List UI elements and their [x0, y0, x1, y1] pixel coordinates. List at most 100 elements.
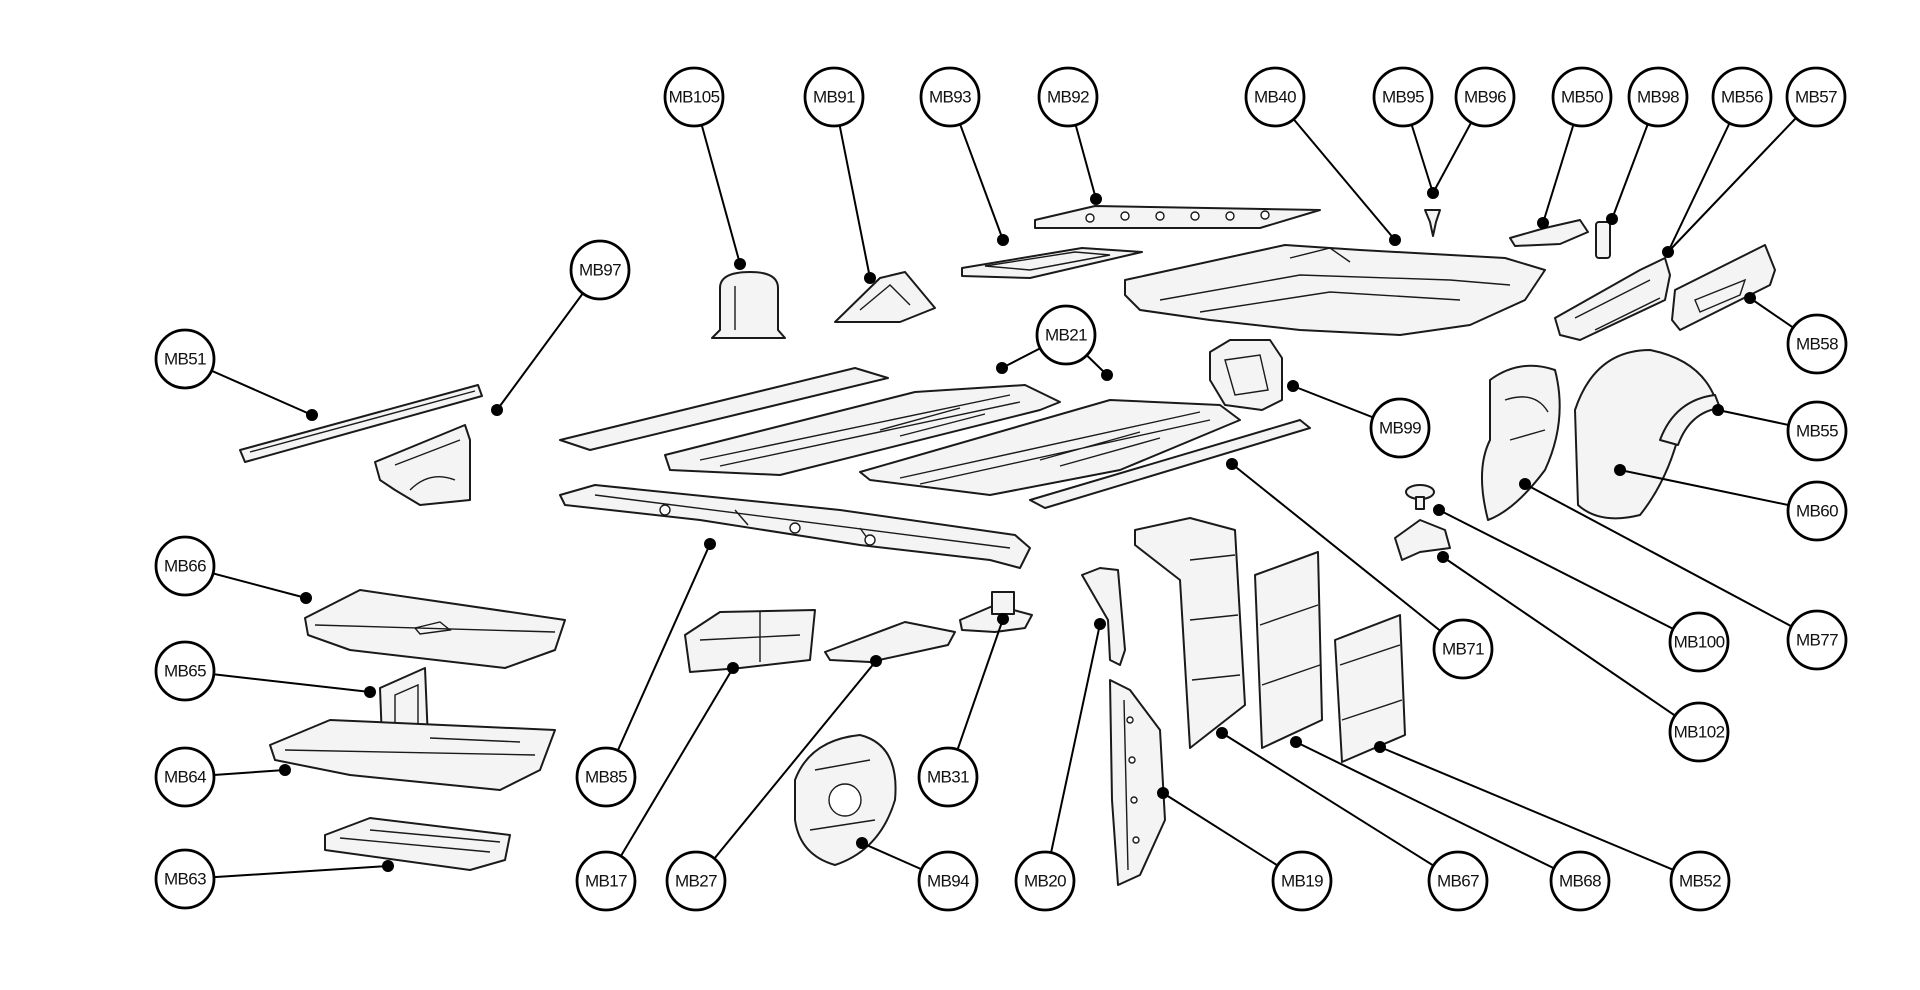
callout-bubble[interactable]: [665, 850, 727, 912]
callout-bubble[interactable]: [1037, 66, 1099, 128]
part-mb100[interactable]: [1405, 484, 1435, 510]
callout-bubble[interactable]: [1372, 66, 1434, 128]
part-mb63[interactable]: [324, 817, 511, 871]
callout-bubble[interactable]: [1786, 609, 1848, 671]
callout-bubble[interactable]: [1786, 400, 1848, 462]
callout-bubble[interactable]: [575, 746, 637, 808]
callout-mb97[interactable]: MB97: [491, 239, 631, 416]
callout-bubble[interactable]: [1786, 480, 1848, 542]
part-mb60[interactable]: [1574, 349, 1716, 520]
part-mb99[interactable]: [1209, 339, 1283, 411]
callout-mb52[interactable]: MB52: [1374, 741, 1731, 912]
part-mb21[interactable]: [559, 367, 1311, 509]
part-mb91[interactable]: [834, 271, 936, 323]
part-mb58[interactable]: [1671, 244, 1776, 331]
part-mb20[interactable]: [1081, 567, 1126, 666]
callout-mb51[interactable]: MB51: [154, 328, 318, 421]
callout-mb50[interactable]: MB50: [1537, 66, 1613, 229]
part-mb27[interactable]: [824, 621, 956, 663]
callout-bubble[interactable]: [569, 239, 631, 301]
callout-bubble[interactable]: [1271, 850, 1333, 912]
part-mb66[interactable]: [304, 589, 566, 669]
callout-bubble[interactable]: [1369, 397, 1431, 459]
callout-bubble[interactable]: [1668, 611, 1730, 673]
callout-mb71[interactable]: MB71: [1226, 458, 1494, 680]
part-mb92[interactable]: [1034, 205, 1321, 229]
callout-mb58[interactable]: MB58: [1744, 292, 1848, 375]
callout-bubble[interactable]: [1244, 66, 1306, 128]
callout-bubble[interactable]: [1035, 304, 1097, 366]
part-mb55[interactable]: [1659, 394, 1721, 446]
part-mb64[interactable]: [269, 719, 556, 791]
callout-mb27[interactable]: MB27: [665, 655, 882, 912]
callout-bubble[interactable]: [1627, 66, 1689, 128]
callout-mb31[interactable]: MB31: [917, 613, 1009, 808]
callout-mb68[interactable]: MB68: [1290, 736, 1611, 912]
callout-bubble[interactable]: [803, 66, 865, 128]
part-mb17[interactable]: [684, 609, 816, 673]
callout-bubble[interactable]: [575, 850, 637, 912]
callout-mb92[interactable]: MB92: [1037, 66, 1102, 205]
part-mb77[interactable]: [1481, 364, 1561, 521]
part-mb19[interactable]: [1109, 679, 1166, 886]
callout-mb95[interactable]: MB95: [1372, 66, 1439, 199]
callout-mb63[interactable]: MB63: [154, 848, 394, 910]
part-mb67[interactable]: [1134, 517, 1246, 749]
callout-bubble[interactable]: [1427, 850, 1489, 912]
callout-mb21[interactable]: MB21: [996, 304, 1113, 381]
part-mb105[interactable]: [711, 271, 786, 339]
callout-bubble[interactable]: [154, 848, 216, 910]
callout-mb99[interactable]: MB99: [1287, 380, 1431, 459]
callout-mb98[interactable]: MB98: [1606, 66, 1689, 225]
part-mb97[interactable]: [374, 424, 471, 506]
callout-mb40[interactable]: MB40: [1244, 66, 1401, 246]
callout-bubble[interactable]: [1711, 66, 1773, 128]
callout-mb20[interactable]: MB20: [1014, 618, 1106, 912]
callout-bubble[interactable]: [1454, 66, 1516, 128]
callout-mb19[interactable]: MB19: [1157, 787, 1333, 912]
part-mb52[interactable]: [1334, 614, 1406, 763]
callout-mb60[interactable]: MB60: [1614, 464, 1848, 542]
callout-bubble[interactable]: [663, 66, 725, 128]
callout-mb65[interactable]: MB65: [154, 640, 376, 702]
callout-mb56[interactable]: MB56: [1662, 66, 1773, 258]
callout-mb105[interactable]: MB105: [663, 66, 746, 270]
callout-bubble[interactable]: [154, 328, 216, 390]
part-mb93[interactable]: [961, 247, 1143, 279]
part-mb56-57[interactable]: [1554, 257, 1671, 341]
callout-mb102[interactable]: MB102: [1437, 551, 1730, 763]
part-mb94[interactable]: [794, 734, 897, 866]
callout-mb91[interactable]: MB91: [803, 66, 876, 284]
callout-bubble[interactable]: [919, 66, 981, 128]
part-mb102[interactable]: [1394, 519, 1451, 561]
callout-bubble[interactable]: [154, 746, 216, 808]
callout-mb93[interactable]: MB93: [919, 66, 1009, 246]
part-mb98[interactable]: [1595, 221, 1611, 259]
callout-bubble[interactable]: [1668, 701, 1730, 763]
callout-mb17[interactable]: MB17: [575, 662, 739, 912]
part-mb50[interactable]: [1509, 219, 1589, 247]
part-mb85[interactable]: [559, 484, 1031, 569]
callout-bubble[interactable]: [1549, 850, 1611, 912]
callout-mb67[interactable]: MB67: [1216, 727, 1489, 912]
callout-mb55[interactable]: MB55: [1712, 400, 1848, 462]
callout-mb85[interactable]: MB85: [575, 538, 716, 808]
callout-bubble[interactable]: [917, 746, 979, 808]
part-mb68[interactable]: [1254, 551, 1323, 749]
callout-bubble[interactable]: [1551, 66, 1613, 128]
callout-bubble[interactable]: [154, 640, 216, 702]
callout-bubble[interactable]: [154, 535, 216, 597]
part-mb95-96[interactable]: [1424, 209, 1441, 237]
callout-mb77[interactable]: MB77: [1519, 478, 1848, 671]
callout-bubble[interactable]: [1432, 618, 1494, 680]
part-mb31[interactable]: [959, 591, 1033, 633]
callout-mb57[interactable]: MB57: [1667, 66, 1847, 253]
callout-mb64[interactable]: MB64: [154, 746, 291, 808]
callout-mb96[interactable]: MB96: [1432, 66, 1516, 194]
callout-mb66[interactable]: MB66: [154, 535, 312, 604]
callout-mb94[interactable]: MB94: [856, 837, 979, 912]
part-mb51[interactable]: [239, 384, 483, 463]
callout-bubble[interactable]: [1785, 66, 1847, 128]
callout-bubble[interactable]: [1014, 850, 1076, 912]
part-mb40[interactable]: [1124, 244, 1546, 336]
